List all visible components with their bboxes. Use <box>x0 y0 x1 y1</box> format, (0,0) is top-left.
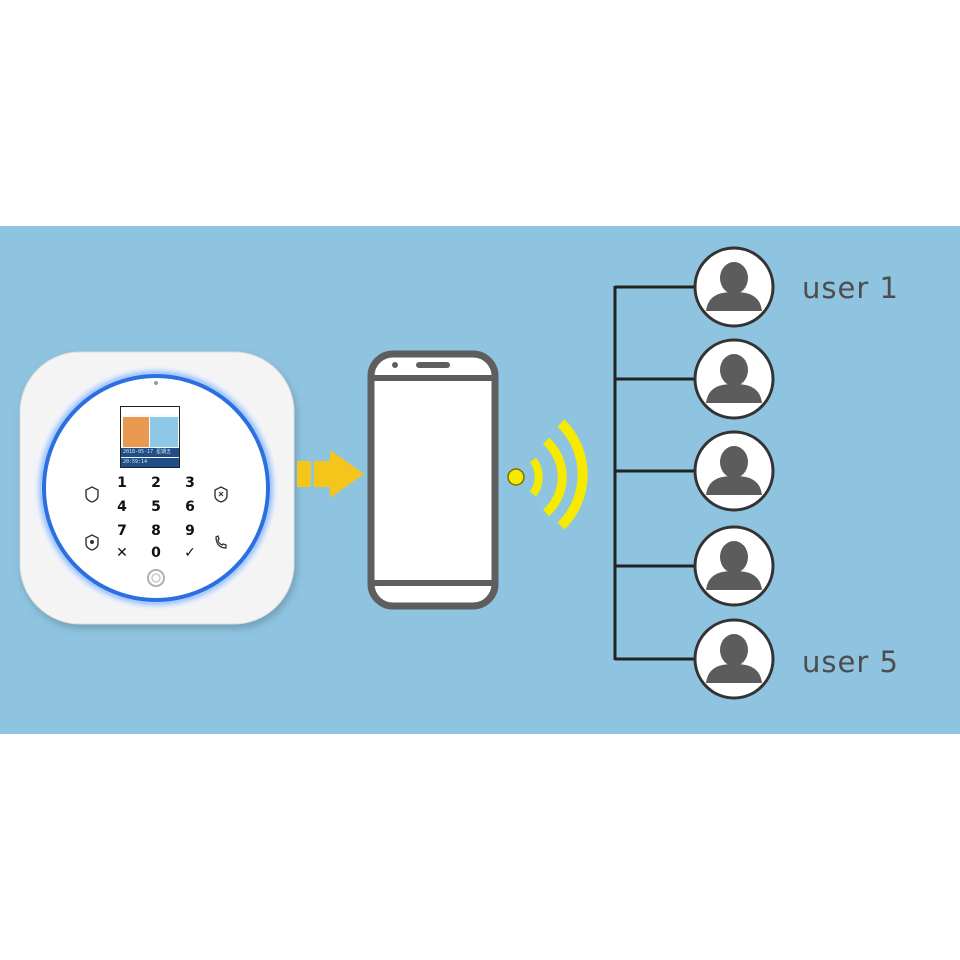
hub-key-5: 5 <box>151 499 161 515</box>
hub-display-screen: 2018-05-17 星期五 20:59:14 <box>120 406 180 468</box>
avatar-head <box>720 541 748 573</box>
hub-blue-ring <box>42 374 270 602</box>
right-arrow-icon <box>297 450 364 498</box>
hub-key-0: 0 <box>151 545 161 561</box>
hub-sos-icon <box>85 534 99 551</box>
hub-lock-tile <box>123 417 149 447</box>
signal-dot <box>507 468 525 486</box>
avatar-head <box>720 354 748 386</box>
hub-key-cancel: ✕ <box>116 545 128 561</box>
hub-screen-time: 20:59:14 <box>121 458 179 467</box>
hub-key-6: 6 <box>185 499 195 515</box>
phone-camera <box>392 362 398 368</box>
hub-key-confirm: ✓ <box>184 545 196 561</box>
user-avatar-list <box>693 246 775 700</box>
hub-key-1: 1 <box>117 475 127 491</box>
hub-key-9: 9 <box>185 523 195 539</box>
alarm-hub-icon <box>19 351 295 625</box>
avatar-body <box>706 571 762 590</box>
avatar-head <box>720 262 748 294</box>
user-avatar-icon <box>693 338 775 420</box>
user-1-label: user 1 <box>802 271 899 305</box>
hub-camera-dot <box>154 381 158 385</box>
hub-key-7: 7 <box>117 523 127 539</box>
signal-arc-large <box>557 419 588 530</box>
user-tree-connector <box>613 285 695 661</box>
user-avatar-icon <box>693 246 775 328</box>
hub-call-icon <box>215 535 227 549</box>
hub-fingerprint-button <box>147 569 165 587</box>
wireless-signal-icon <box>507 419 588 530</box>
smartphone-icon <box>367 350 499 610</box>
hub-arm-away-icon <box>85 486 99 503</box>
phone-speaker <box>416 362 450 368</box>
avatar-head <box>720 446 748 478</box>
hub-disarm-icon <box>214 486 228 503</box>
avatar-body <box>706 664 762 683</box>
user-avatar-icon <box>693 525 775 607</box>
avatar-body <box>706 476 762 495</box>
hub-key-2: 2 <box>151 475 161 491</box>
hub-key-4: 4 <box>117 499 127 515</box>
hub-key-8: 8 <box>151 523 161 539</box>
user-5-label: user 5 <box>802 645 899 679</box>
user-avatar-icon <box>693 430 775 512</box>
avatar-head <box>720 634 748 666</box>
hub-arm-tile <box>150 417 178 447</box>
hub-status-bar <box>121 407 179 415</box>
signal-arc-small <box>529 457 543 497</box>
hub-screen-date: 2018-05-17 星期五 <box>121 448 179 457</box>
hub-key-3: 3 <box>185 475 195 491</box>
avatar-body <box>706 384 762 403</box>
signal-arc-medium <box>542 437 567 517</box>
user-avatar-icon <box>693 618 775 700</box>
avatar-body <box>706 292 762 311</box>
